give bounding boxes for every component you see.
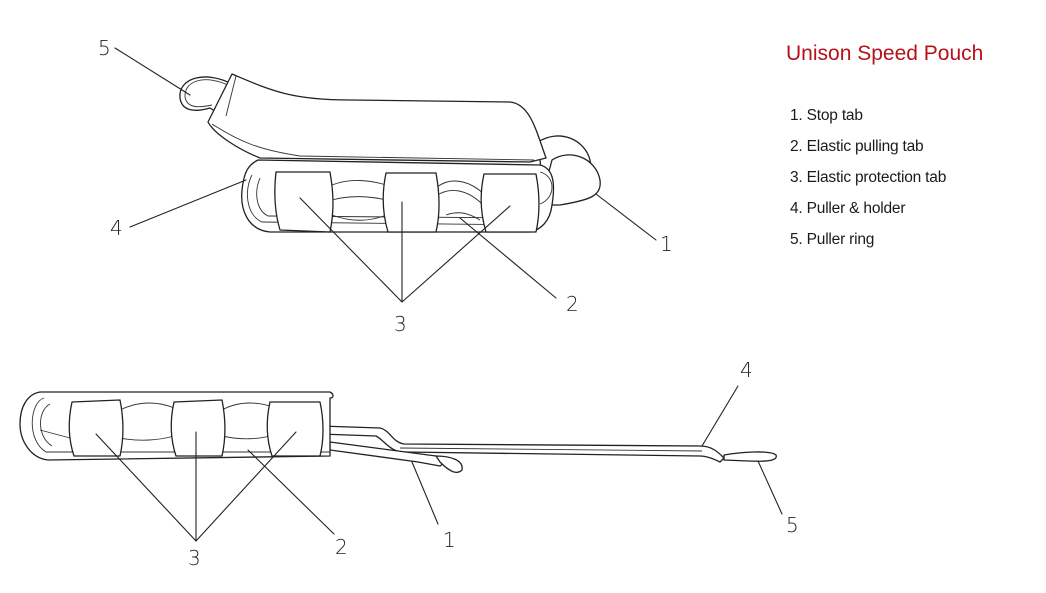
diagram-title: Unison Speed Pouch <box>786 42 984 65</box>
parts-legend: 1. Stop tab 2. Elastic pulling tab 3. El… <box>790 104 946 259</box>
callout-5-bottom: 5 <box>786 513 799 537</box>
callout-2-top: 2 <box>566 292 579 316</box>
top-view-pouch <box>114 47 657 303</box>
legend-item-stop-tab: 1. Stop tab <box>790 107 863 124</box>
pouch-flap-top <box>207 73 547 163</box>
callout-2-bottom: 2 <box>335 535 348 559</box>
elastic-tab-top-2 <box>382 172 440 233</box>
callout-4-bottom: 4 <box>740 358 753 382</box>
legend-item-puller-ring: 5. Puller ring <box>790 231 875 248</box>
bottom-view-pouch <box>19 385 783 542</box>
callout-1-bottom: 1 <box>443 528 456 552</box>
elastic-tab-bottom-3 <box>266 401 324 457</box>
elastic-tab-bottom-1 <box>68 399 124 457</box>
callout-5-top: 5 <box>98 36 111 60</box>
puller-ring-bottom <box>723 451 777 462</box>
legend-item-elastic-pulling-tab: 2. Elastic pulling tab <box>790 138 924 155</box>
callout-4-top: 4 <box>110 216 123 240</box>
callout-3-top: 3 <box>394 312 407 336</box>
callout-1-top: 1 <box>660 232 673 256</box>
legend-item-elastic-protection-tab: 3. Elastic protection tab <box>790 169 947 186</box>
puller-strap-bottom <box>319 425 725 463</box>
elastic-tab-top-3 <box>480 173 540 233</box>
callout-3-bottom: 3 <box>188 546 201 570</box>
elastic-tab-bottom-2 <box>170 399 226 457</box>
legend-item-puller-holder: 4. Puller & holder <box>790 200 906 217</box>
